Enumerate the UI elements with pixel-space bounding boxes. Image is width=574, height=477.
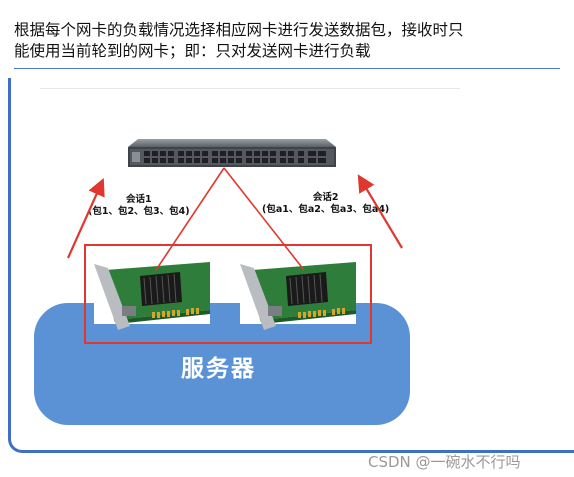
caption-line-2: 能使用当前轮到的网卡；即：只对发送网卡进行负载 [14, 42, 371, 60]
watermark: CSDN @一碗水不行吗 [368, 453, 521, 471]
session-2-label: 会话2 (包a1、包a2、包a3、包a4) [262, 192, 389, 216]
link-switch-nic2 [223, 167, 305, 271]
session-1-title: 会话1 [126, 194, 152, 205]
link-switch-nic1 [155, 167, 225, 271]
caption-text: 根据每个网卡的负载情况选择相应网卡进行发送数据包，接收时只 能使用当前轮到的网卡… [14, 20, 564, 62]
inner-divider [40, 88, 460, 89]
arrow-left-up [66, 177, 105, 259]
network-card-2-image [240, 262, 356, 330]
caption-underline [14, 68, 560, 69]
diagram-slide: 会话1 (包1、包2、包3、包4) 会话2 (包a1、包a2、包a3、包a4) … [0, 78, 574, 473]
session-2-title: 会话2 [312, 192, 339, 203]
session-1-packets: (包1、包2、包3、包4) [88, 206, 190, 217]
session-1-label: 会话1 (包1、包2、包3、包4) [88, 194, 190, 218]
arrow-right-up [357, 174, 403, 249]
session-2-packets: (包a1、包a2、包a3、包a4) [262, 204, 390, 215]
caption-line-1: 根据每个网卡的负载情况选择相应网卡进行发送数据包，接收时只 [14, 21, 464, 39]
nic-highlight-box [84, 244, 372, 344]
slide-frame [8, 78, 574, 453]
network-switch-image [128, 139, 336, 167]
server-label: 服务器 [181, 356, 256, 382]
network-card-1-image [94, 262, 210, 330]
connection-lines [66, 167, 403, 271]
